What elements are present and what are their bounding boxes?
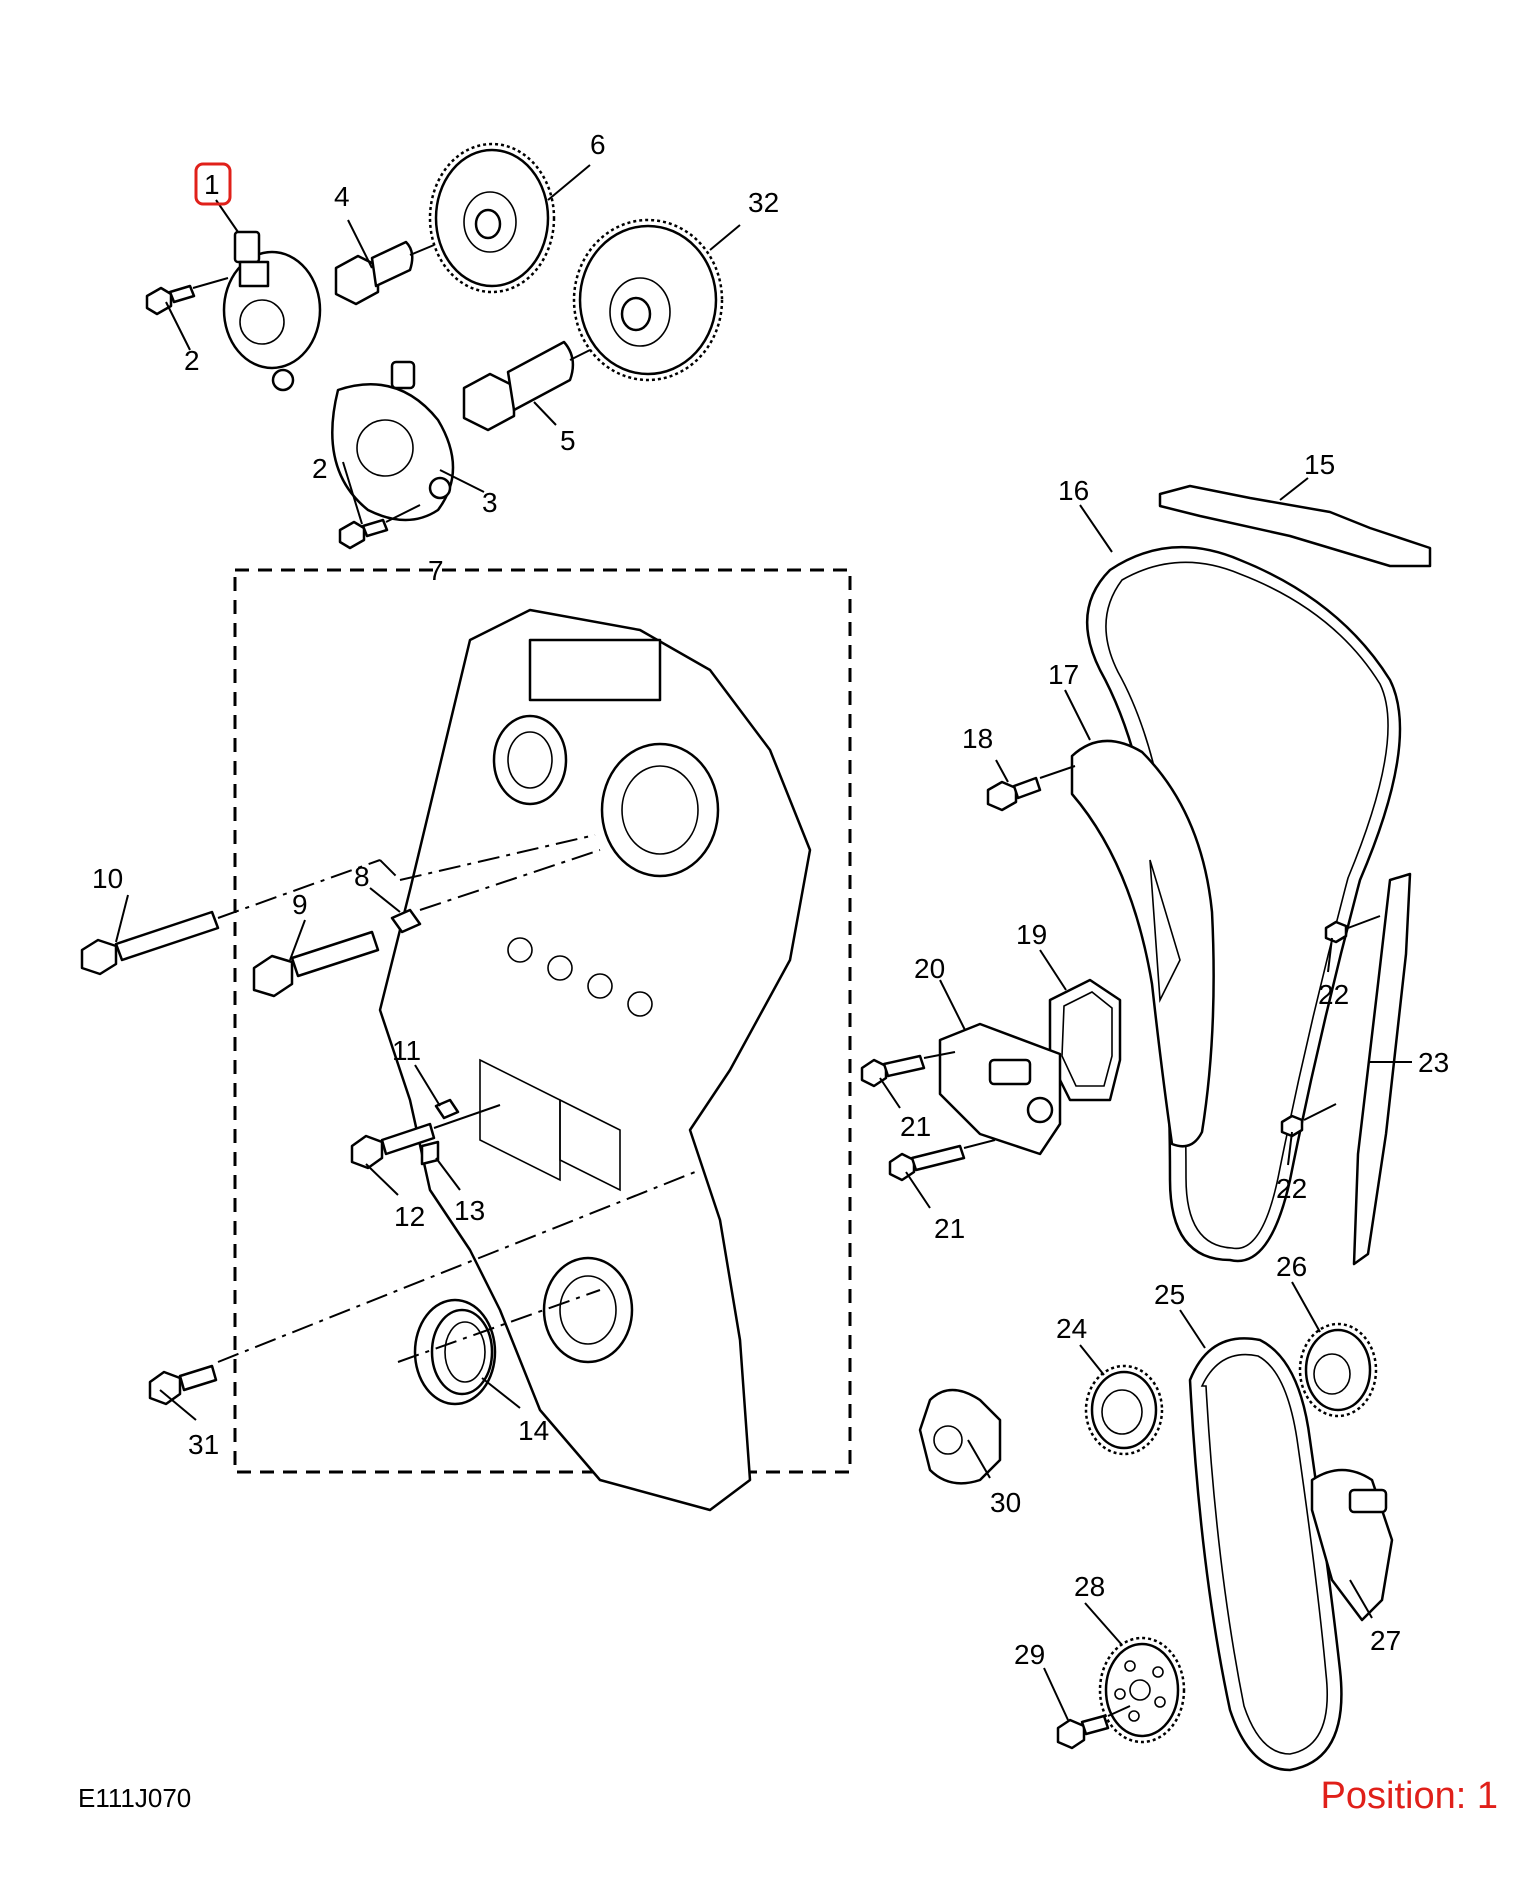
label-part-6[interactable]: 6	[590, 129, 606, 160]
part-23-fixed-guide[interactable]	[1352, 872, 1412, 1266]
label-part-9[interactable]: 9	[292, 889, 308, 920]
part-32-cam-phaser[interactable]	[572, 218, 724, 382]
part-8-dowel[interactable]	[390, 849, 601, 934]
part-5-control-valve[interactable]	[462, 340, 601, 432]
part-10-bolt[interactable]	[80, 834, 596, 976]
label-part-3[interactable]: 3	[482, 487, 498, 518]
position-indicator: Position: 1	[1320, 1775, 1498, 1817]
label-part-26[interactable]: 26	[1276, 1251, 1307, 1282]
part-30-bush[interactable]	[918, 1388, 1002, 1485]
label-part-10[interactable]: 10	[92, 863, 123, 894]
part-1-solenoid-cover[interactable]	[222, 230, 322, 392]
part-25-chain[interactable]	[1188, 1337, 1343, 1772]
part-17-tensioner-guide[interactable]	[1070, 739, 1215, 1148]
selected-part-highlight	[194, 162, 232, 206]
leader-lines	[115, 164, 1412, 1721]
label-part-27[interactable]: 27	[1370, 1625, 1401, 1656]
label-part-22-lower[interactable]: 22	[1276, 1173, 1307, 1204]
label-part-18[interactable]: 18	[962, 723, 993, 754]
part-31-bolt[interactable]	[148, 1169, 701, 1406]
label-part-2-lower[interactable]: 2	[312, 453, 328, 484]
label-part-1[interactable]: 1	[204, 169, 220, 200]
part-6-cam-phaser[interactable]	[428, 142, 556, 294]
label-part-7[interactable]: 7	[428, 555, 444, 586]
part-29-bolt[interactable]	[1056, 1705, 1131, 1750]
part-18-bolt[interactable]	[986, 765, 1076, 812]
label-part-28[interactable]: 28	[1074, 1571, 1105, 1602]
label-part-15[interactable]: 15	[1304, 449, 1335, 480]
label-part-11[interactable]: 11	[392, 1035, 421, 1066]
label-part-23[interactable]: 23	[1418, 1047, 1449, 1078]
label-part-32[interactable]: 32	[748, 187, 779, 218]
part-24-sprocket[interactable]	[1084, 1364, 1164, 1456]
part-22-bolt-upper[interactable]	[1324, 915, 1381, 944]
part-2-bolt-upper[interactable]	[145, 277, 229, 316]
part-22-bolt-lower[interactable]	[1280, 1103, 1337, 1138]
part-26-sprocket[interactable]	[1298, 1322, 1378, 1418]
part-3-phaser-cover[interactable]	[331, 360, 455, 522]
part-20-tensioner[interactable]	[938, 1022, 1062, 1156]
part-28-sprocket[interactable]	[1098, 1636, 1186, 1744]
label-part-5[interactable]: 5	[560, 425, 576, 456]
label-part-14[interactable]: 14	[518, 1415, 549, 1446]
label-part-22-upper[interactable]: 22	[1318, 979, 1349, 1010]
label-part-31[interactable]: 31	[188, 1429, 219, 1460]
part-7-timing-cover[interactable]	[378, 608, 812, 1512]
label-part-12[interactable]: 12	[394, 1201, 425, 1232]
label-part-8[interactable]: 8	[354, 861, 370, 892]
label-part-21-upper[interactable]: 21	[900, 1111, 931, 1142]
label-part-16[interactable]: 16	[1058, 475, 1089, 506]
part-9-bolt[interactable]	[252, 930, 380, 998]
label-part-29[interactable]: 29	[1014, 1639, 1045, 1670]
part-13-dowel-pin[interactable]	[420, 1140, 440, 1166]
part-15-upper-guide[interactable]	[1158, 484, 1432, 568]
part-2-bolt-lower[interactable]	[338, 504, 421, 550]
label-part-17[interactable]: 17	[1048, 659, 1079, 690]
label-part-24[interactable]: 24	[1056, 1313, 1087, 1344]
label-part-21-lower[interactable]: 21	[934, 1213, 965, 1244]
label-part-13[interactable]: 13	[454, 1195, 485, 1226]
part-14-crank-seal[interactable]	[397, 1289, 601, 1406]
part-21-bolt-lower[interactable]	[888, 1139, 996, 1182]
label-part-30[interactable]: 30	[990, 1487, 1021, 1518]
label-part-19[interactable]: 19	[1016, 919, 1047, 950]
label-part-2-upper[interactable]: 2	[184, 345, 200, 376]
part-11-dowel[interactable]	[434, 1098, 460, 1120]
part-7-group-box	[233, 568, 852, 1474]
label-part-25[interactable]: 25	[1154, 1279, 1185, 1310]
diagram-code: E111J070	[78, 1783, 192, 1813]
part-labels: 1 2 2 3 4 5 6 7 8 9 10 11 12 13 14 15 16…	[92, 129, 1449, 1670]
label-part-4[interactable]: 4	[334, 181, 350, 212]
part-27-tensioner[interactable]	[1310, 1468, 1394, 1622]
label-part-20[interactable]: 20	[914, 953, 945, 984]
part-12-bolt[interactable]	[350, 1104, 501, 1170]
